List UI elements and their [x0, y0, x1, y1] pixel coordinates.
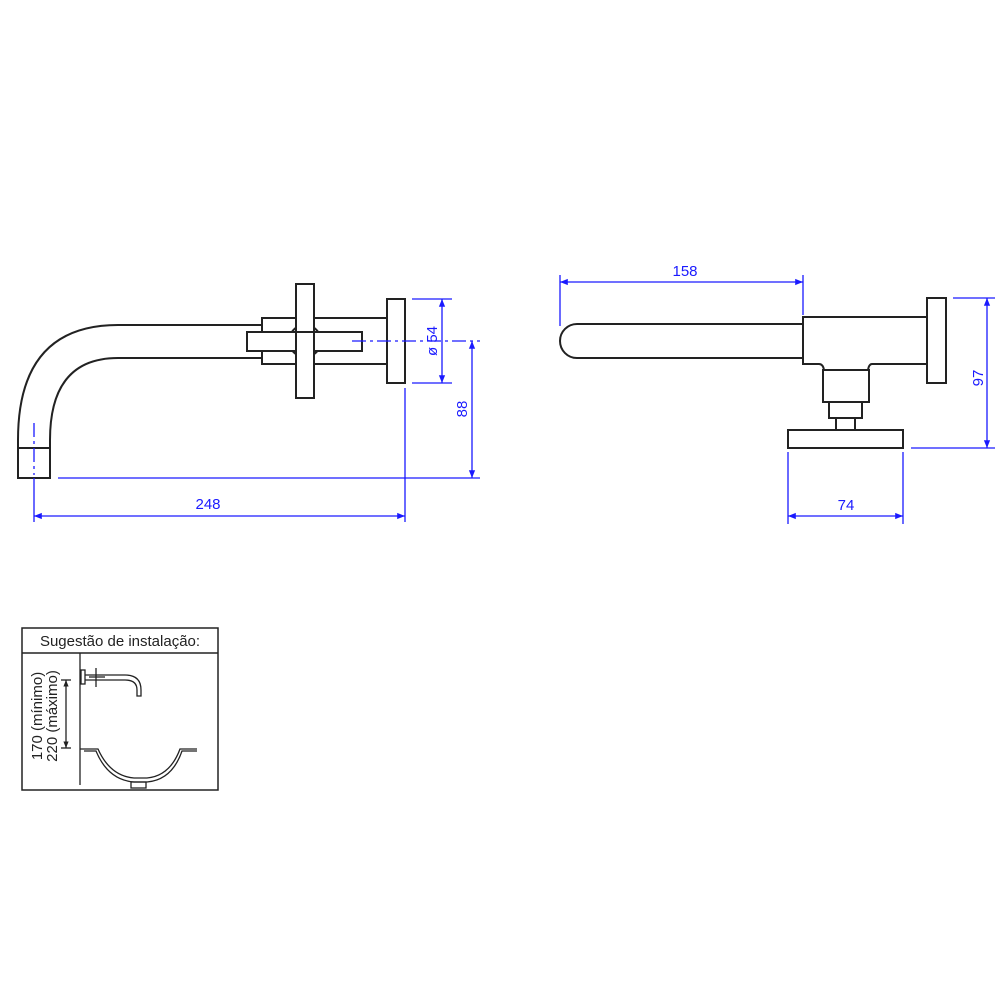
valve-nut — [828, 401, 863, 419]
max-height-label: 220 (máximo) — [44, 670, 61, 762]
side-view: 158 97 74 — [559, 263, 995, 524]
mini-faucet — [80, 668, 142, 697]
cross-handle-vertical — [295, 283, 315, 399]
installation-suggestion-box: Sugestão de instalação: 170 (mínimo) 220… — [21, 627, 219, 791]
valve-neck — [822, 369, 870, 403]
spout-length-dimension-label: 158 — [672, 263, 697, 280]
width-dimension-label: 248 — [195, 496, 220, 513]
height-dimension-label: 88 — [454, 401, 471, 418]
depth-dimension-label: 97 — [970, 370, 987, 387]
valve-body-side — [802, 316, 928, 371]
base-width-dimension-label: 74 — [838, 497, 855, 514]
diameter-dimension-label: ø 54 — [424, 326, 441, 356]
spout-side — [559, 323, 803, 359]
basin-drain — [130, 781, 147, 789]
front-view: ø 54 88 248 — [17, 283, 480, 522]
installation-title: Sugestão de instalação: — [40, 633, 200, 650]
handle-plate — [787, 429, 904, 449]
basin-outline — [80, 748, 197, 779]
min-height-label: 170 (mínimo) — [29, 672, 46, 760]
wall-flange-side — [926, 297, 947, 384]
spout-outline — [17, 324, 262, 479]
valve-stem — [835, 417, 856, 431]
